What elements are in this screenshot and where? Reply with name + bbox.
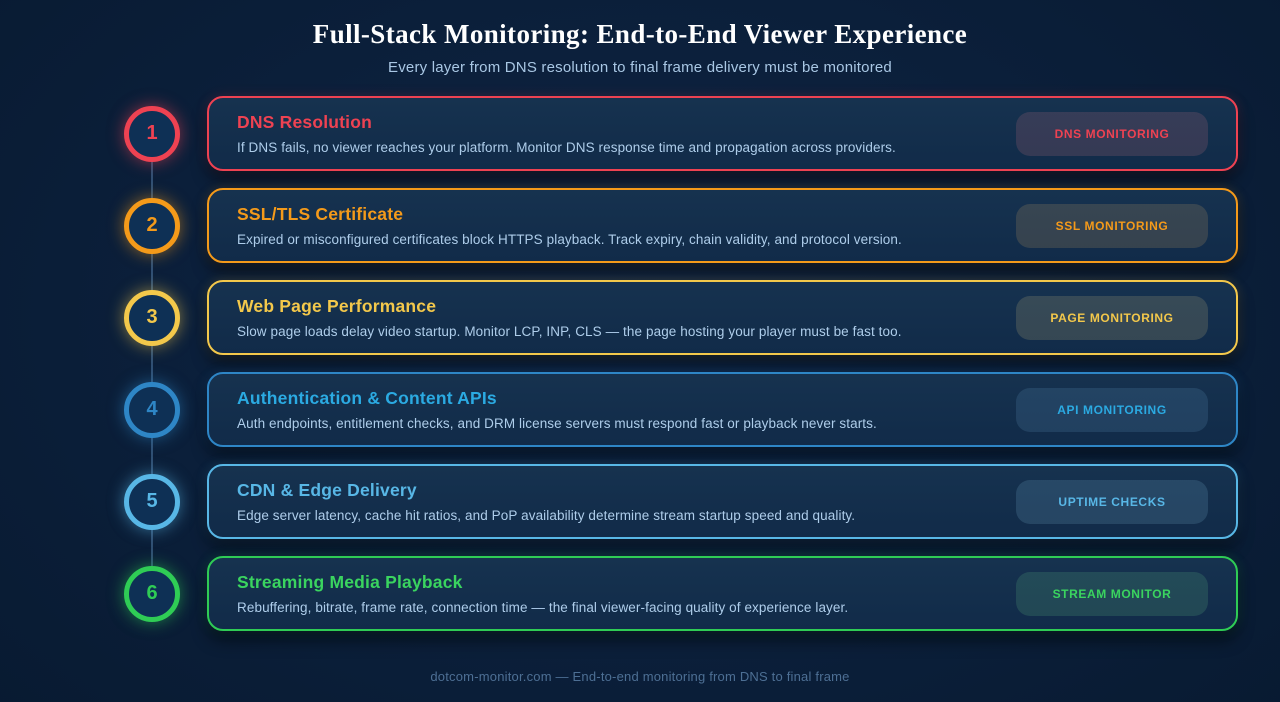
step-card-text: Streaming Media Playback Rebuffering, bi… (237, 572, 848, 615)
step-title: SSL/TLS Certificate (237, 204, 404, 224)
step-number-badge: 3 (124, 289, 180, 346)
step-card: DNS Resolution If DNS fails, no viewer r… (207, 96, 1238, 171)
step-card-text: DNS Resolution If DNS fails, no viewer r… (237, 112, 896, 155)
step-description: Expired or misconfigured certificates bl… (237, 232, 902, 247)
footer-note: dotcom-monitor.com — End-to-end monitori… (430, 669, 850, 684)
step-tag: SSL MONITORING (1016, 204, 1208, 248)
step-description: If DNS fails, no viewer reaches your pla… (237, 140, 896, 155)
step-tag: DNS MONITORING (1016, 112, 1208, 156)
step-card: Web Page Performance Slow page loads del… (207, 280, 1238, 355)
step-number-badge: 6 (124, 565, 180, 622)
step-title: CDN & Edge Delivery (237, 480, 417, 500)
step-description: Rebuffering, bitrate, frame rate, connec… (237, 600, 849, 615)
step-number-badge: 4 (124, 381, 180, 438)
step-row: 6 Streaming Media Playback Rebuffering, … (0, 556, 1280, 631)
step-card-text: Web Page Performance Slow page loads del… (237, 296, 902, 339)
step-card: CDN & Edge Delivery Edge server latency,… (207, 464, 1238, 539)
step-row: 5 CDN & Edge Delivery Edge server latenc… (0, 464, 1280, 539)
step-number-badge: 5 (124, 473, 180, 530)
step-title: Web Page Performance (237, 296, 437, 316)
step-number-badge: 2 (124, 197, 180, 254)
header: Full-Stack Monitoring: End-to-End Viewer… (0, 0, 1280, 76)
page-subtitle: Every layer from DNS resolution to final… (388, 59, 892, 76)
step-tag: PAGE MONITORING (1016, 296, 1208, 340)
step-tag: STREAM MONITOR (1016, 572, 1208, 616)
step-tag: UPTIME CHECKS (1016, 480, 1208, 524)
step-card-text: CDN & Edge Delivery Edge server latency,… (237, 480, 855, 523)
step-description: Edge server latency, cache hit ratios, a… (237, 508, 856, 523)
step-title: DNS Resolution (237, 112, 373, 132)
step-row: 1 DNS Resolution If DNS fails, no viewer… (0, 96, 1280, 171)
step-card: Authentication & Content APIs Auth endpo… (207, 372, 1238, 447)
step-tag: API MONITORING (1016, 388, 1208, 432)
step-row: 2 SSL/TLS Certificate Expired or misconf… (0, 188, 1280, 263)
page-title: Full-Stack Monitoring: End-to-End Viewer… (312, 19, 968, 49)
step-description: Slow page loads delay video startup. Mon… (237, 324, 902, 339)
timeline-connector (151, 124, 153, 594)
step-card-text: SSL/TLS Certificate Expired or misconfig… (237, 204, 902, 247)
step-title: Authentication & Content APIs (237, 388, 497, 408)
step-title: Streaming Media Playback (237, 572, 463, 592)
step-row: 4 Authentication & Content APIs Auth end… (0, 372, 1280, 447)
steps-list: 1 DNS Resolution If DNS fails, no viewer… (0, 96, 1280, 631)
step-number-badge: 1 (124, 105, 180, 162)
step-card-text: Authentication & Content APIs Auth endpo… (237, 388, 877, 431)
step-row: 3 Web Page Performance Slow page loads d… (0, 280, 1280, 355)
step-card: SSL/TLS Certificate Expired or misconfig… (207, 188, 1238, 263)
step-card: Streaming Media Playback Rebuffering, bi… (207, 556, 1238, 631)
step-description: Auth endpoints, entitlement checks, and … (237, 416, 877, 431)
